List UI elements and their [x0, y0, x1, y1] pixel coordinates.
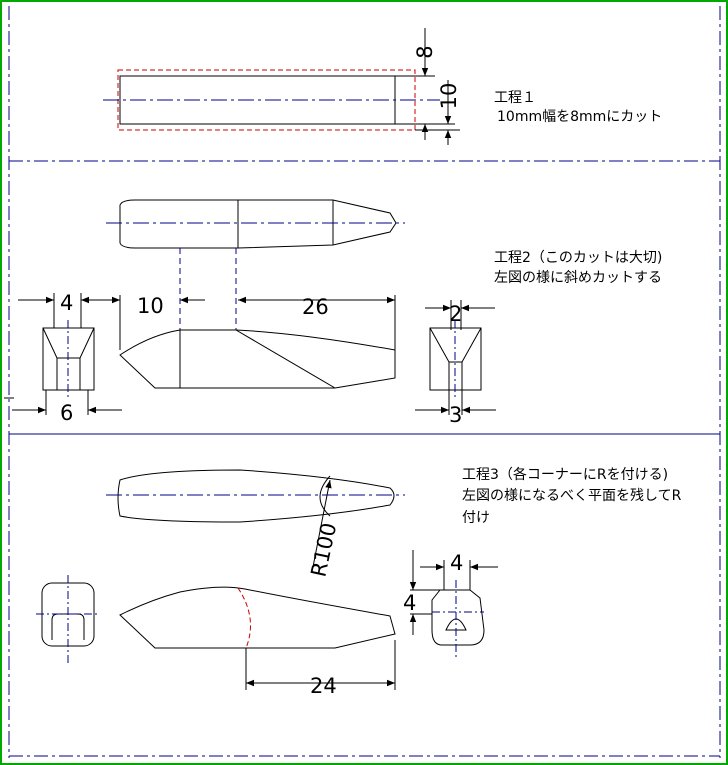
step1-dim-10-label: 10	[437, 83, 461, 110]
step3-side-view	[119, 586, 396, 649]
step3-right-end-view	[431, 589, 485, 646]
step2-side-view	[119, 329, 396, 389]
step2-note: 左図の様に斜めカットする	[494, 270, 662, 286]
step3-dim-24-label: 24	[310, 674, 337, 698]
step3-note-2: 付け	[462, 510, 490, 526]
step1-drawing: 8 10 工程１ 10mm幅を8mmにカット	[103, 28, 662, 145]
step2-dim-26-label: 26	[302, 295, 329, 319]
step3-title: 工程3（各コーナーにRを付ける)	[462, 467, 668, 483]
step3-dim-r100-label: R100	[306, 521, 341, 579]
step2-title: 工程2（このカットは大切)	[494, 250, 662, 266]
step1-title: 工程１	[494, 90, 536, 106]
step2-dim-2-label: 2	[449, 302, 462, 326]
step1-dim-8-label: 8	[413, 45, 437, 58]
step3-blend-curve	[237, 587, 251, 649]
step1-note: 10mm幅を8mmにカット	[497, 109, 662, 125]
step2-dim-10-label: 10	[137, 294, 164, 318]
step3-drawing: R100 24 4 4 工程3（各コーナーにRを付ける) 左図の様になるべく平面…	[36, 467, 682, 698]
step2-dim-3-label: 3	[449, 403, 462, 427]
step2-dim-4-label: 4	[60, 291, 73, 315]
step3-note: 左図の様になるべく平面を残してR	[462, 488, 682, 504]
step3-dim-4-side-label: 4	[403, 591, 416, 615]
step3-dim-4-top-label: 4	[450, 551, 463, 575]
step2-dim-6-label: 6	[60, 401, 73, 425]
step3-top-view	[117, 469, 395, 523]
step2-drawing: 10 26 4 6 2 3 工程2（このカットは大切) 左図の様に斜めカットする	[4, 199, 662, 427]
step2-top-view	[119, 199, 397, 249]
